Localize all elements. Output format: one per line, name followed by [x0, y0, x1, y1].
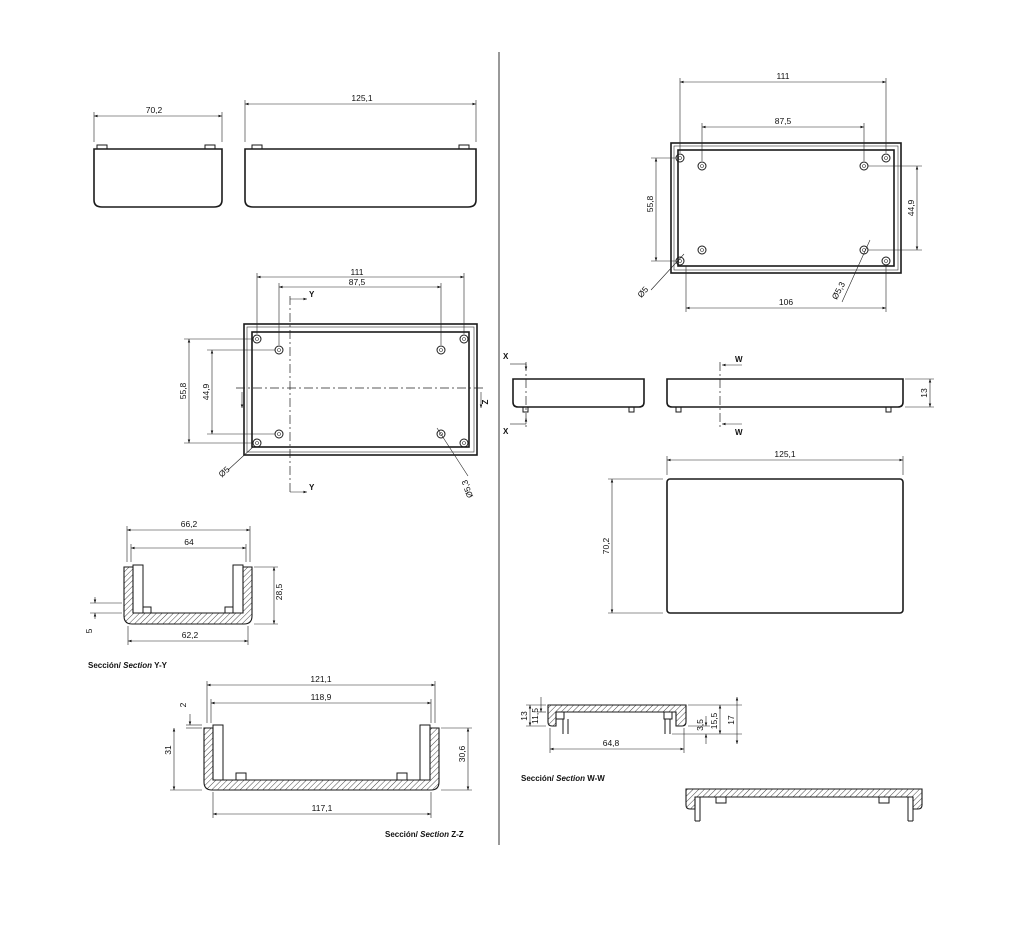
dim-44-9-right: 44,9 — [906, 199, 916, 216]
cut-w-bottom: W — [735, 428, 743, 437]
caption-section-y-y: Sección/ Section Y-Y — [88, 661, 168, 670]
section-z-z: 121,1 118,9 2 31 30,6 117,1 Sección/ Sec… — [163, 674, 472, 839]
dim-121-1: 121,1 — [310, 674, 332, 684]
lid-section-view — [685, 788, 923, 822]
end-view: 70,2 — [93, 105, 223, 208]
dia-5-left: Ø5 — [216, 464, 231, 479]
dim-2: 2 — [178, 702, 188, 707]
dim-3-5: 3,5 — [695, 719, 705, 731]
dim-66-2: 66,2 — [181, 519, 198, 529]
cut-y-top: Y — [309, 290, 315, 299]
caption-section-z-z: Sección/ Section Z-Z — [385, 830, 464, 839]
cut-x-top: X — [503, 352, 509, 361]
dim-87-5-right: 87,5 — [775, 116, 792, 126]
dim-125-1-lid: 125,1 — [774, 449, 796, 459]
dim-11-5: 11,5 — [530, 708, 540, 724]
dim-111-right: 111 — [777, 71, 790, 81]
dia-5-3-left: Ø5,3 — [459, 478, 475, 499]
dim-15-5: 15,5 — [709, 712, 719, 729]
section-w-w: 13 11,5 3,5 15,5 17 64,8 Sección/ Sectio… — [519, 697, 742, 783]
side-view: 125,1 — [244, 93, 477, 208]
plan-view-right: 111 87,5 55,8 44,9 106 Ø5 Ø5,3 — [635, 71, 922, 312]
dim-55-8-right: 55,8 — [645, 195, 655, 212]
dim-28-5: 28,5 — [274, 583, 284, 600]
dim-111-left: 111 — [351, 267, 364, 277]
dim-64-8: 64,8 — [603, 738, 620, 748]
dim-31: 31 — [163, 745, 173, 755]
dim-70-2: 70,2 — [146, 105, 163, 115]
dim-62-2: 62,2 — [182, 630, 199, 640]
dim-13-lid: 13 — [919, 388, 929, 398]
dim-125-1: 125,1 — [351, 93, 373, 103]
dim-13-ww: 13 — [519, 711, 529, 721]
cut-x-bottom: X — [503, 427, 509, 436]
section-y-y: 66,2 64 28,5 5 62,2 Sección/ Section Y-Y — [84, 519, 284, 670]
lid-plan-view: 125,1 70,2 — [601, 449, 904, 614]
lid-side-view: W W 13 — [666, 355, 934, 437]
dim-17: 17 — [726, 715, 736, 725]
cut-w-top: W — [735, 355, 743, 364]
dim-70-2-lid: 70,2 — [601, 537, 611, 554]
dim-30-6: 30,6 — [457, 745, 467, 762]
caption-section-w-w: Sección/ Section W-W — [521, 774, 605, 783]
dim-118-9: 118,9 — [311, 692, 332, 702]
dim-44-9-left: 44,9 — [201, 383, 211, 400]
dim-117-1: 117,1 — [312, 803, 333, 813]
dim-87-5-left: 87,5 — [349, 277, 366, 287]
cut-z: Z — [481, 399, 490, 404]
cut-y-bottom: Y — [309, 483, 315, 492]
dim-64: 64 — [184, 537, 194, 547]
dia-5-3-right: Ø5,3 — [830, 280, 848, 301]
dim-106: 106 — [779, 297, 793, 307]
dim-55-8-left: 55,8 — [178, 382, 188, 399]
dia-5-right: Ø5 — [635, 284, 650, 299]
plan-view-left: 111 87,5 55,8 44,9 Ø5 Ø5,3 Y Y Z — [178, 267, 490, 499]
dim-5: 5 — [84, 628, 94, 633]
lid-end-view: X X — [503, 352, 645, 436]
